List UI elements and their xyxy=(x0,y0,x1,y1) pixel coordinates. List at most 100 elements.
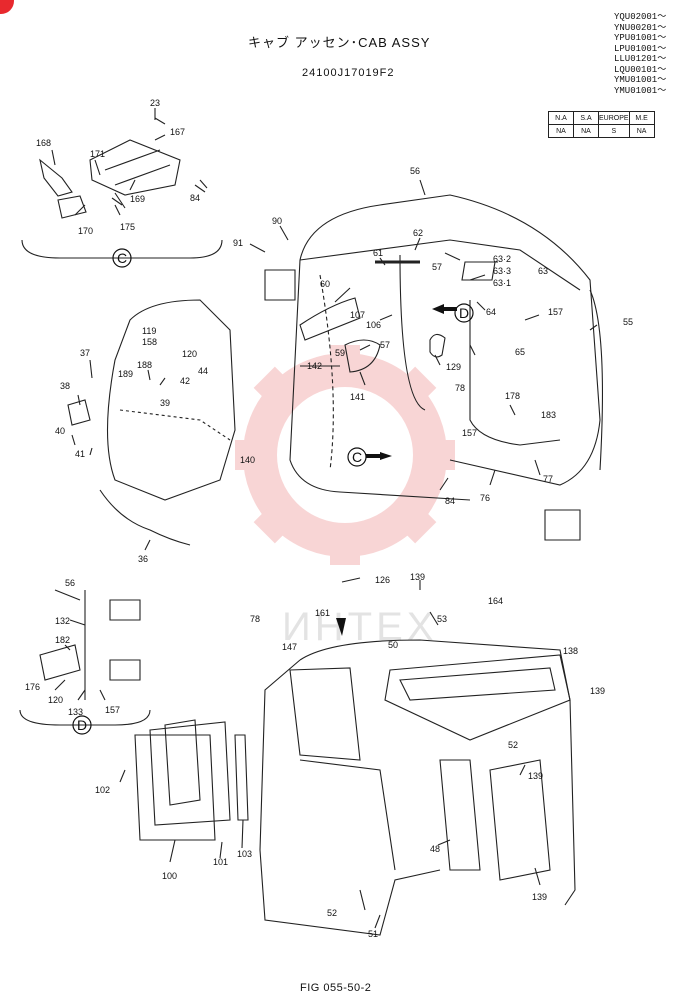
serial-range: LQU00101～ xyxy=(614,64,667,75)
serial-range: YMU01001～ xyxy=(614,75,667,85)
part-label: 119 xyxy=(142,326,156,336)
bolt-part xyxy=(154,117,208,189)
part-label: 139 xyxy=(532,892,547,902)
part-label: 126 xyxy=(375,575,390,585)
part-label: 170 xyxy=(78,226,93,236)
serial-range: LPU01001～ xyxy=(614,43,667,54)
part-label: 84 xyxy=(190,193,200,203)
arrow-c-icon xyxy=(380,452,392,460)
spec-value: NA xyxy=(573,124,599,138)
cab-side-panel xyxy=(469,300,561,446)
door-wire xyxy=(99,489,191,546)
roof-panel xyxy=(384,654,571,741)
callout-c-main: C xyxy=(352,449,362,465)
leader-lines xyxy=(119,764,541,929)
figure-number: FIG 055-50-2 xyxy=(300,982,372,994)
part-label: 57 xyxy=(432,262,442,272)
part-label: 52 xyxy=(508,740,518,750)
leader-lines xyxy=(249,179,598,331)
part-label: 42 xyxy=(180,376,190,386)
part-label: 37 xyxy=(80,348,90,358)
part-label: 189 xyxy=(118,369,133,379)
part-label: 171 xyxy=(90,149,105,159)
leader-lines xyxy=(51,108,206,216)
part-number: 24100J17019F2 xyxy=(302,67,395,79)
callout-circle xyxy=(454,303,474,323)
part-label: 120 xyxy=(182,349,197,359)
seal-frame xyxy=(134,734,216,841)
cab-top-edge xyxy=(299,239,581,291)
cab-body-window xyxy=(299,759,396,871)
part-label: 178 xyxy=(505,391,520,401)
part-label: 107 xyxy=(350,310,365,320)
part-label: 175 xyxy=(120,222,135,232)
detail-d-bracket xyxy=(19,709,151,726)
cab-inner-edge xyxy=(319,274,334,471)
part-label: 103 xyxy=(237,849,252,859)
serial-range: LLU01201～ xyxy=(614,54,667,64)
arrow-d-icon xyxy=(432,304,444,314)
cab-rear-frame xyxy=(289,259,471,501)
watermark-gear-icon xyxy=(235,345,455,565)
bracket-part xyxy=(89,139,181,196)
cab-roof-outline xyxy=(299,194,601,486)
part-label: 157 xyxy=(548,307,563,317)
part-label: 158 xyxy=(142,337,157,347)
relay-part xyxy=(461,261,496,281)
part-label: 40 xyxy=(55,426,65,436)
pad-part xyxy=(57,195,87,219)
switch-part xyxy=(39,644,81,681)
side-glass xyxy=(439,759,481,871)
detail-c-bracket xyxy=(21,239,223,259)
part-label: 44 xyxy=(198,366,208,376)
part-label: 168 xyxy=(36,138,51,148)
part-label: 100 xyxy=(162,871,177,881)
part-label: 164 xyxy=(488,596,503,606)
part-label: 48 xyxy=(430,844,440,854)
handle-part xyxy=(39,158,73,197)
wire-harness xyxy=(399,254,426,411)
lamp-part xyxy=(344,339,381,373)
part-label: 139 xyxy=(590,686,605,696)
part-label: 62 xyxy=(413,228,423,238)
part-label: 90 xyxy=(272,216,282,226)
part-label: 176 xyxy=(25,682,40,692)
door-panel xyxy=(106,299,236,501)
watermark-text: ИНТЕХ xyxy=(282,605,437,649)
spec-value: NA xyxy=(628,124,655,138)
part-label: 57 xyxy=(380,340,390,350)
serial-range: YPU01001～ xyxy=(614,33,667,43)
part-label: 157 xyxy=(462,428,477,438)
part-label: 91 xyxy=(233,238,243,248)
part-label: 64 xyxy=(486,307,496,317)
part-label: 59 xyxy=(335,348,345,358)
part-label: 78 xyxy=(250,614,260,624)
seal-strip-part xyxy=(234,734,249,821)
connector-box xyxy=(109,599,141,621)
part-label: 41 xyxy=(75,449,85,459)
arrow-d-shaft xyxy=(443,307,457,311)
part-label: 183 xyxy=(541,410,556,420)
callout-d-bottom: D xyxy=(77,717,87,733)
connector-box xyxy=(109,659,141,681)
serial-range: YMU01001～ xyxy=(614,85,667,96)
part-label: 39 xyxy=(160,398,170,408)
motor-part xyxy=(299,297,361,341)
door-handle xyxy=(67,399,91,426)
page-title: キャブ アッセン･CAB ASSY xyxy=(248,35,431,50)
part-label: 147 xyxy=(282,642,297,652)
part-label: 56 xyxy=(410,166,420,176)
leader-lines xyxy=(71,359,166,551)
callout-circle xyxy=(112,248,132,268)
part-label: 51 xyxy=(368,929,378,939)
part-label: 120 xyxy=(48,695,63,705)
seal-strip xyxy=(589,289,603,471)
part-label: 50 xyxy=(388,640,398,650)
part-label: 38 xyxy=(60,381,70,391)
part-label: 182 xyxy=(55,635,70,645)
seal-frame xyxy=(164,719,201,806)
part-label: 63·3 xyxy=(493,266,511,276)
leader-lines xyxy=(54,577,439,701)
serial-range: YNU00201～ xyxy=(614,22,667,33)
